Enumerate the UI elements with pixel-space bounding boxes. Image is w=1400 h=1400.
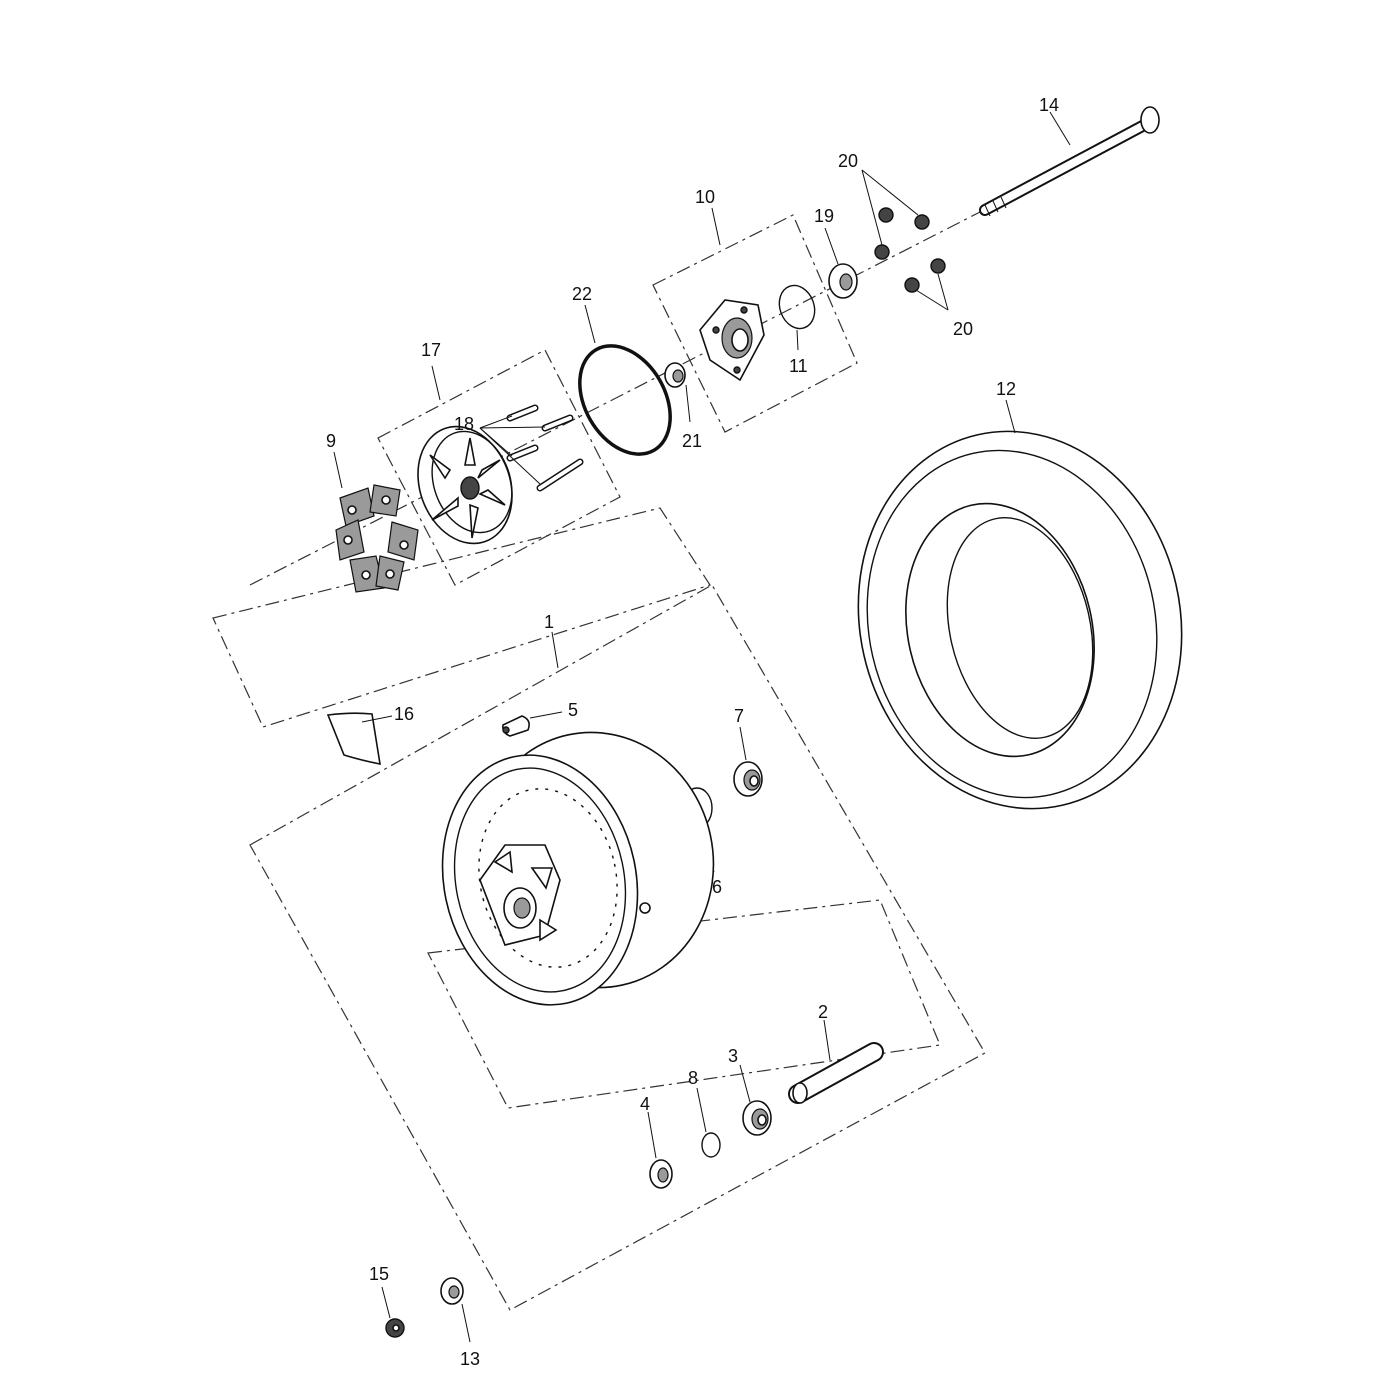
o-ring-11 (778, 284, 816, 330)
group-bracket-17 (377, 349, 621, 586)
callout-19: 19 (814, 206, 834, 226)
callout-1: 1 (544, 612, 554, 632)
group-bracket-hub (427, 899, 941, 1109)
callout-7: 7 (734, 706, 744, 726)
callout-5: 5 (568, 700, 578, 720)
collar-21 (664, 362, 686, 388)
callout-10: 10 (695, 187, 715, 207)
damper-rubbers-9 (335, 484, 419, 593)
spacer-13 (440, 1277, 464, 1305)
sprocket-flange-10 (699, 299, 765, 382)
callout-18: 18 (454, 414, 474, 434)
wheel-rim-1 (441, 731, 715, 1006)
callout-6: 6 (712, 877, 722, 897)
callout-3: 3 (728, 1046, 738, 1066)
bearing-7 (733, 761, 763, 797)
pins-18 (479, 404, 584, 492)
oil-seal-4 (649, 1159, 673, 1189)
callout-11: 11 (789, 356, 808, 376)
valve-5 (502, 715, 530, 737)
axle-14 (979, 106, 1160, 217)
spacer-19 (828, 263, 858, 299)
callout-20-upper: 20 (838, 151, 858, 171)
circlip-8 (701, 1132, 721, 1158)
callout-14: 14 (1039, 95, 1059, 115)
callout-labels: 1 2 3 4 5 6 7 8 9 10 11 12 13 14 15 16 1… (326, 95, 1059, 1369)
cush-drive-hub-17 (417, 425, 513, 545)
tire-12 (857, 430, 1183, 810)
callout-17: 17 (421, 340, 441, 360)
callout-22: 22 (572, 284, 592, 304)
nut-15 (385, 1318, 405, 1338)
callout-9: 9 (326, 431, 336, 451)
callout-15: 15 (369, 1264, 389, 1284)
callout-21: 21 (682, 431, 702, 451)
callout-13: 13 (460, 1349, 480, 1369)
balance-weight-16 (326, 712, 381, 766)
group-bracket-9 (212, 507, 711, 728)
sleeve-2 (788, 1042, 884, 1104)
callout-4: 4 (640, 1094, 650, 1114)
group-bracket-10 (652, 214, 858, 433)
nuts-20-lower (904, 258, 949, 311)
callout-2: 2 (818, 1002, 828, 1022)
bearing-3 (742, 1100, 772, 1136)
circlip-22 (578, 344, 672, 456)
callout-12: 12 (996, 379, 1016, 399)
callout-20-lower: 20 (953, 319, 973, 339)
callout-8: 8 (688, 1068, 698, 1088)
callout-16: 16 (394, 704, 414, 724)
nuts-20-upper (861, 169, 930, 260)
group-bracket-1 (249, 584, 986, 1311)
